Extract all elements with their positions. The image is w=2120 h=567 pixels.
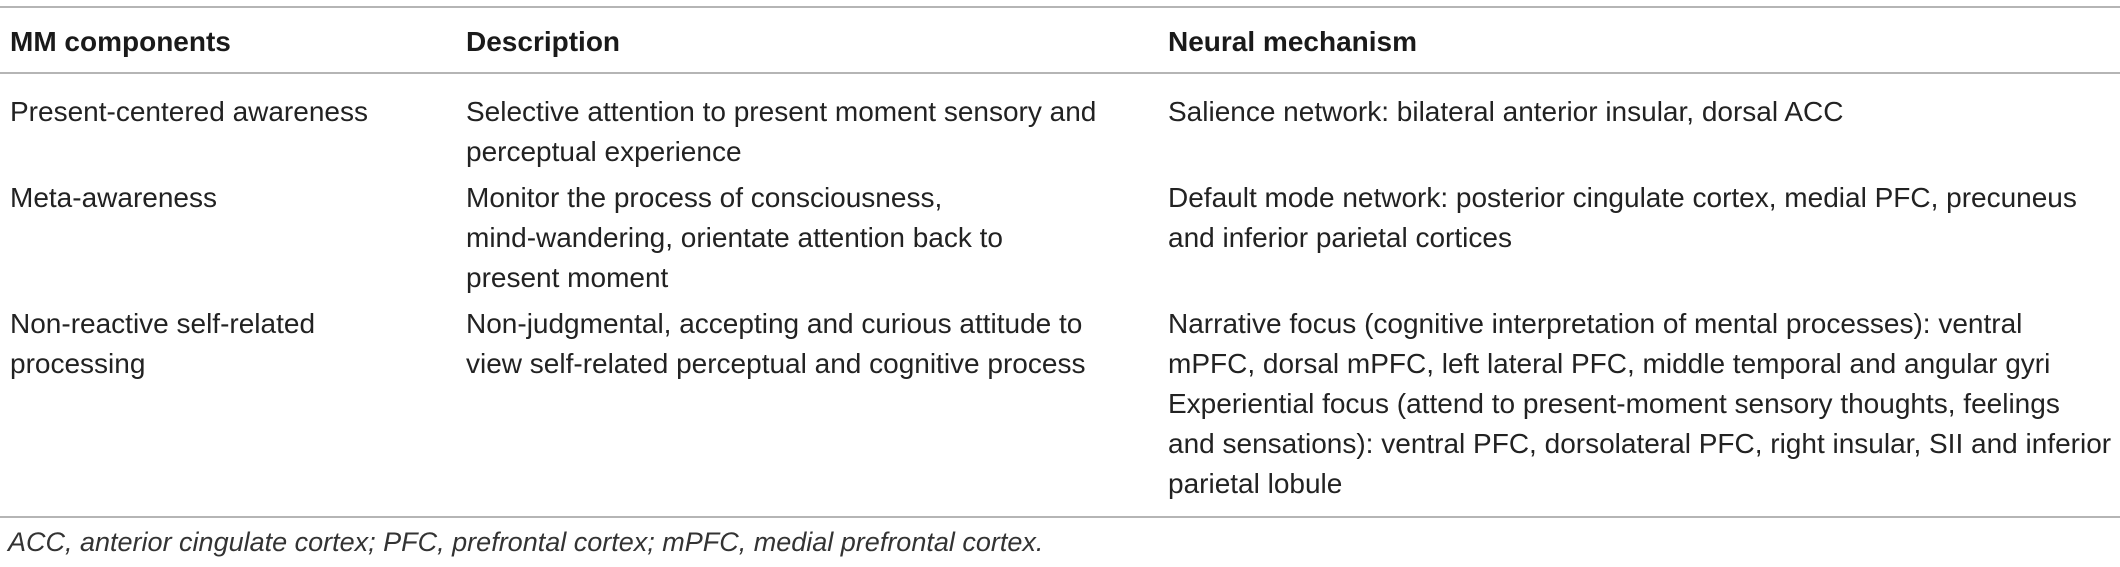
header-neural-mechanism: Neural mechanism — [1168, 26, 1417, 57]
header-mm-components: MM components — [10, 26, 231, 57]
header-divider-rule — [0, 72, 2120, 74]
cell-component: Non-reactive self-related processing — [10, 308, 316, 379]
cell-neural-mechanism: Default mode network: posterior cingulat… — [1168, 182, 2077, 253]
cell-neural-mechanism: Narrative focus (cognitive interpretatio… — [1168, 308, 2112, 499]
table-bottom-rule — [0, 516, 2120, 518]
cell-description: Monitor the process of consciousness, mi… — [466, 182, 1003, 293]
cell-description: Non-judgmental, accepting and curious at… — [466, 308, 1086, 379]
table-footnote: ACC, anterior cingulate cortex; PFC, pre… — [8, 527, 1044, 557]
cell-component: Present-centered awareness — [10, 96, 368, 127]
cell-neural-mechanism: Salience network: bilateral anterior ins… — [1168, 96, 1844, 127]
cell-description: Selective attention to present moment se… — [466, 96, 1097, 167]
header-description: Description — [466, 26, 621, 57]
cell-component: Meta-awareness — [10, 182, 217, 213]
table-top-rule — [0, 6, 2120, 8]
